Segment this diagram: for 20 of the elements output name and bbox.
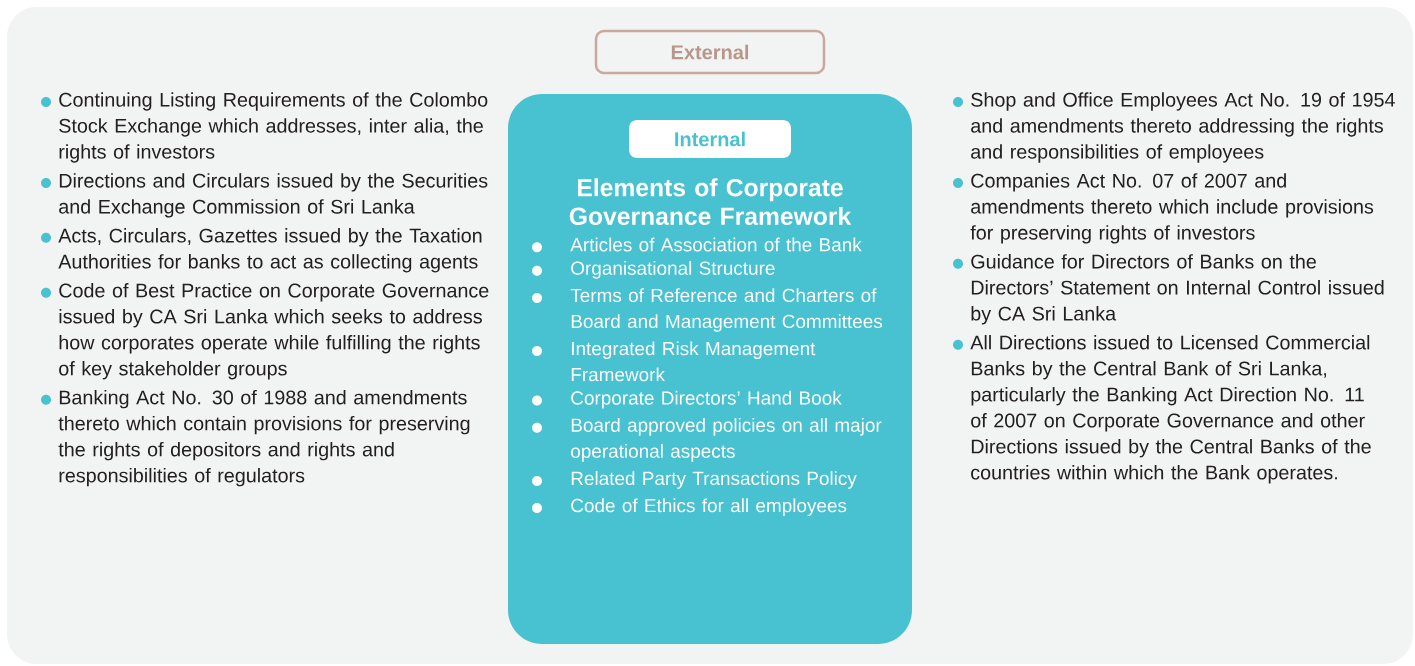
list-item: Code of Ethics for all employees: [532, 498, 847, 516]
list-item: Articles of Association of the Bank: [532, 237, 862, 253]
list-item: Related Party Transactions Policy: [532, 471, 857, 489]
list-item: Companies Act No. 07 of 2007 and amendments thereto which include provisions for preserving rights of investors: [953, 173, 1374, 244]
list-item: Continuing Listing Requirements of the Colombo Stock Exchange which addresses, inter alia, the rights of investors: [41, 92, 488, 163]
list-item: Terms of Reference and Charters of Board and Management Committees: [532, 288, 883, 332]
list-item: Code of Best Practice on Corporate Governance issued by CA Sri Lanka which seeks to address how corporates operate while fulfilling the rights of key stakeholder groups: [41, 283, 489, 380]
list-item: Board approved policies on all major operational aspects: [532, 418, 882, 462]
list-item: Corporate Directors’ Hand Book: [532, 390, 842, 409]
list-item: Integrated Risk Management Framework: [532, 341, 816, 382]
category-tag: External: [594, 29, 826, 75]
list-item: Acts, Circulars, Gazettes issued by the Taxation Authorities for banks to act as collecting agents: [41, 228, 482, 273]
category-tag: Internal: [629, 120, 791, 158]
panel-heading: Elements of Corporate Governance Framework: [569, 178, 852, 226]
list-item: Organisational Structure: [532, 261, 775, 279]
list-item: Banking Act No. 30 of 1988 and amendments thereto which contain provisions for preserving the rights of depositors and rights and responsibilities of regulators: [41, 389, 470, 487]
list-item: Guidance for Directors of Banks on the Directors’ Statement on Internal Control issued by CA Sri Lanka: [953, 254, 1384, 325]
list-item: Directions and Circulars issued by the Securities and Exchange Commission of Sri Lanka: [41, 173, 488, 218]
list-item: All Directions issued to Licensed Commercial Banks by the Central Bank of Sri Lanka, particularly the Banking Act Direction No. 11 of 2007 on Corporate Governance and other Directions issued by the Central Banks of the countries within which the Bank operates.: [953, 335, 1371, 484]
list-item: Shop and Office Employees Act No. 19 of 1954 and amendments thereto addressing the rights and responsibilities of employees: [953, 92, 1395, 163]
